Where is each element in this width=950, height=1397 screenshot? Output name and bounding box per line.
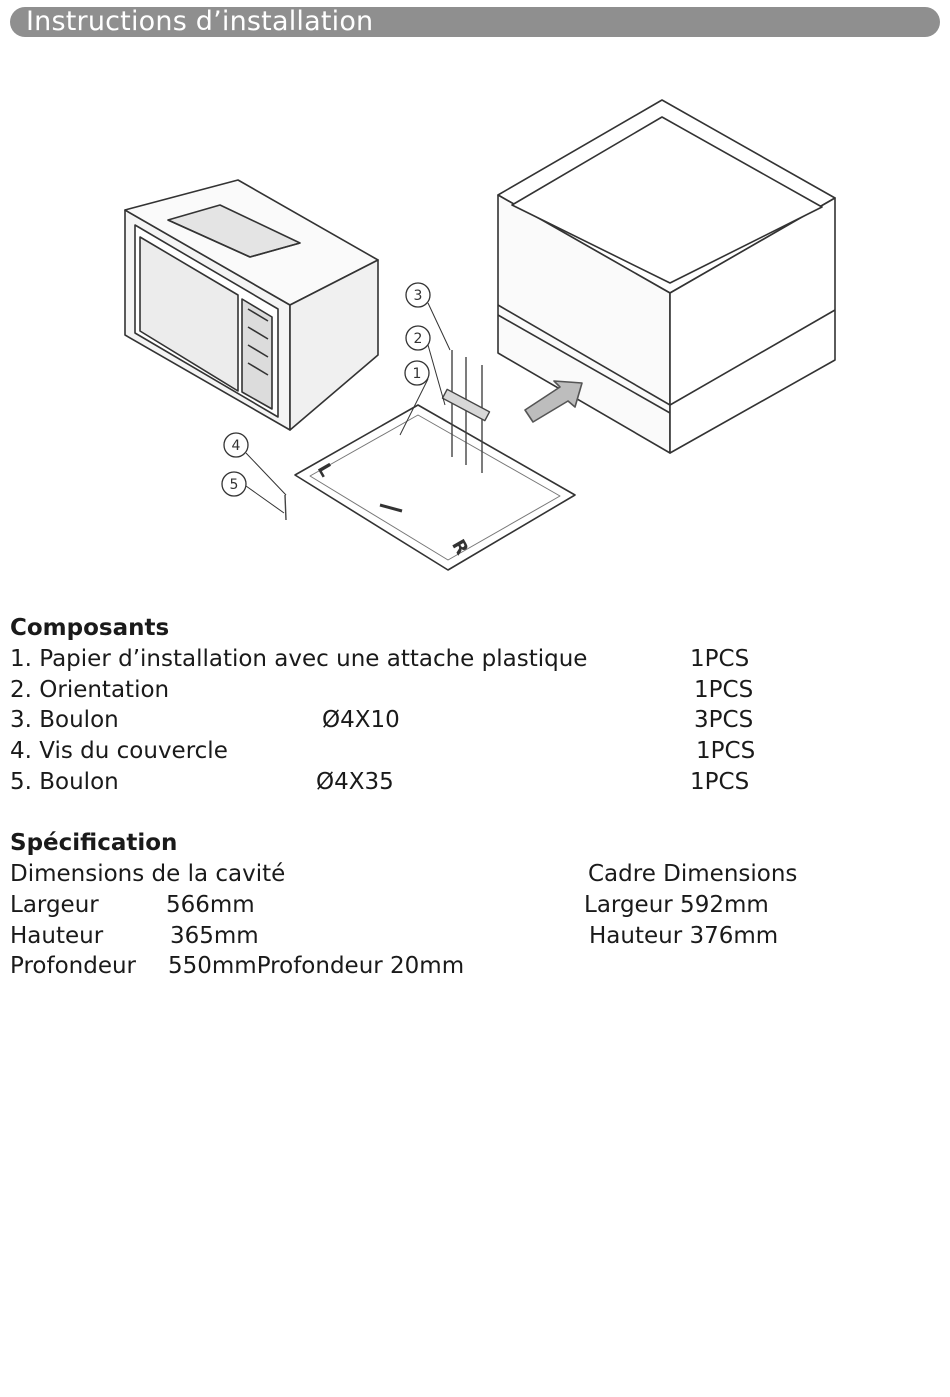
- page-title: Instructions d’installation: [26, 6, 374, 37]
- component-spec: Ø4X35: [316, 769, 394, 795]
- cabinet-illustration: [497, 99, 836, 454]
- component-label: 3. Boulon: [10, 707, 119, 733]
- component-qty: 1PCS: [696, 738, 756, 764]
- width-label: Largeur: [10, 892, 99, 918]
- installation-paper: [294, 404, 576, 571]
- component-label: 1. Papier d’installation avec une attach…: [10, 646, 588, 672]
- component-qty: 1PCS: [690, 769, 750, 795]
- frame-header: Cadre Dimensions: [588, 861, 798, 887]
- callout-2: 2: [414, 331, 423, 347]
- component-spec: Ø4X10: [322, 707, 400, 733]
- depth-label: Profondeur: [10, 953, 137, 979]
- height-value: 365mm: [170, 923, 259, 949]
- microwave-illustration: [124, 179, 379, 431]
- cavity-header: Dimensions de la cavité: [10, 861, 286, 887]
- component-qty: 1PCS: [690, 646, 750, 672]
- callout-3: 3: [414, 288, 423, 304]
- height-label: Hauteur: [10, 923, 104, 949]
- callout-5: 5: [230, 477, 239, 493]
- component-label: 2. Orientation: [10, 677, 170, 703]
- width-value: 566mm: [166, 892, 255, 918]
- frame-width: Largeur 592mm: [584, 892, 769, 918]
- callout-4: 4: [232, 438, 241, 454]
- depth-value: 550mmProfondeur 20mm: [168, 953, 465, 979]
- component-label: 5. Boulon: [10, 769, 119, 795]
- arrow-icon: [524, 380, 583, 423]
- callout-1: 1: [413, 366, 422, 382]
- component-label: 4. Vis du couvercle: [10, 738, 228, 764]
- components-title: Composants: [10, 615, 170, 641]
- frame-height: Hauteur 376mm: [589, 923, 779, 949]
- component-qty: 3PCS: [694, 707, 754, 733]
- installation-diagram: 1 2 3 4 5 L R: [124, 99, 836, 571]
- header-bar: Instructions d’installation: [10, 7, 940, 37]
- component-qty: 1PCS: [694, 677, 754, 703]
- specification-title: Spécification: [10, 830, 178, 856]
